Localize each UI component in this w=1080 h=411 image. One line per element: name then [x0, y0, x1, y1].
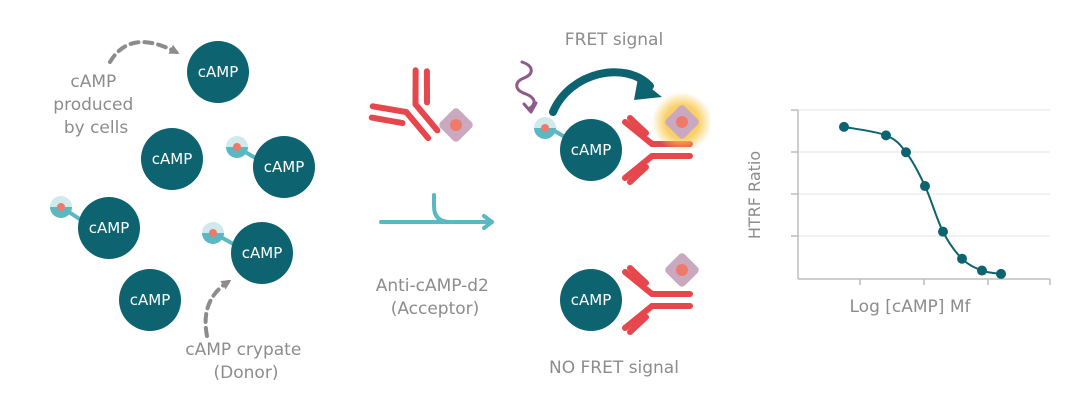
middle-panel: Anti-cAMP-d2 (Acceptor)	[368, 67, 495, 319]
donor-icon	[202, 222, 224, 244]
camp-molecule: cAMP	[560, 119, 622, 181]
donor-icon	[50, 196, 72, 218]
htrf-chart: HTRF Ratio Log [cAMP] Mf	[745, 109, 1051, 317]
antibody-icon	[622, 265, 693, 335]
no-fret-signal-label: NO FRET signal	[549, 358, 679, 378]
produced-label-line-3: by cells	[64, 118, 129, 138]
camp-crypate: cAMP	[50, 196, 140, 259]
chart-data-point	[996, 268, 1006, 279]
camp-molecule: cAMP	[187, 41, 249, 103]
donor-icon	[226, 136, 248, 158]
antibody-icon	[368, 67, 441, 142]
acceptor-icon	[665, 253, 699, 287]
crypate-label: cAMP crypate (Donor)	[185, 340, 306, 383]
chart-data-point	[938, 226, 948, 237]
acceptor-icon	[439, 108, 473, 142]
reaction-arrow	[379, 193, 494, 230]
chart-points	[839, 121, 1006, 279]
produced-label-line-1: cAMP	[70, 72, 116, 92]
chart-y-axis-label: HTRF Ratio	[745, 151, 764, 239]
acceptor-label: Anti-cAMP-d2 (Acceptor)	[376, 276, 495, 319]
chart-series-line	[843, 125, 1002, 275]
chart-data-point	[920, 181, 930, 192]
chart-data-point	[839, 121, 849, 132]
camp-text: cAMP	[571, 141, 612, 159]
camp-text: cAMP	[198, 63, 239, 81]
no-fret-panel: cAMP NO FRET signal	[549, 253, 699, 378]
camp-text: cAMP	[264, 158, 305, 176]
acceptor-icon	[665, 105, 699, 139]
energy-transfer-arrow	[549, 68, 654, 116]
donor-icon	[534, 117, 556, 139]
camp-crypate: cAMP	[226, 136, 315, 198]
camp-crypate: cAMP	[202, 222, 293, 284]
produced-label-line-2: produced	[53, 95, 133, 115]
chart-data-point	[957, 253, 967, 264]
camp-text: cAMP	[571, 291, 612, 309]
fret-signal-label: FRET signal	[565, 30, 663, 50]
produced-dashed-arrow	[108, 40, 180, 64]
produced-label: cAMP produced by cells	[53, 72, 138, 138]
chart-ticks	[791, 109, 1051, 285]
fret-panel: FRET signal cAMP	[515, 30, 712, 185]
crypate-label-line-1: cAMP crypate	[185, 340, 301, 360]
chart-x-axis-label: Log [cAMP] Mf	[850, 297, 972, 317]
crypate-label-line-2: (Donor)	[214, 363, 279, 383]
camp-text: cAMP	[89, 219, 130, 237]
excitation-squiggle-icon	[515, 60, 536, 110]
camp-molecule: cAMP	[119, 269, 181, 331]
acceptor-label-line-1: Anti-cAMP-d2	[376, 276, 489, 296]
chart-data-point	[881, 130, 891, 141]
acceptor-label-line-2: (Acceptor)	[391, 299, 480, 319]
camp-molecule: cAMP	[560, 269, 622, 331]
chart-gridlines	[798, 109, 1050, 237]
chart-data-point	[901, 147, 911, 158]
camp-text: cAMP	[130, 291, 171, 309]
chart-data-point	[977, 265, 987, 276]
antibody-icon	[622, 115, 693, 185]
camp-text: cAMP	[242, 244, 283, 262]
left-panel: cAMP produced by cells cAMP cAMP cAMP	[50, 40, 315, 383]
camp-molecule: cAMP	[141, 128, 203, 190]
camp-text: cAMP	[152, 150, 193, 168]
crypate-dashed-arrow	[203, 279, 232, 338]
